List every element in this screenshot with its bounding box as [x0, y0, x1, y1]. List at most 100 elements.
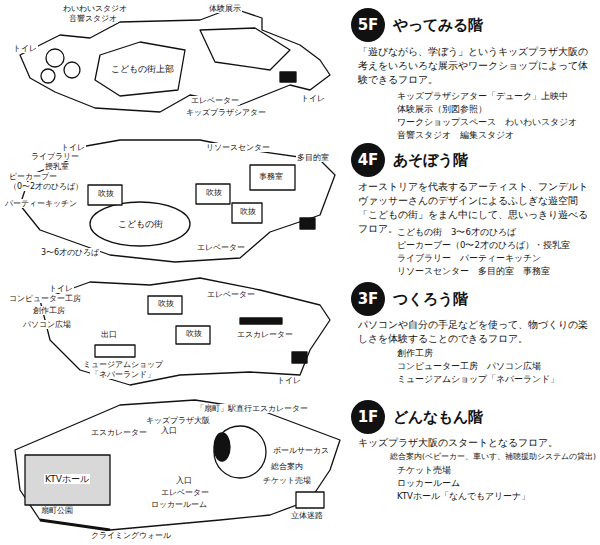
atrium-outline: [95, 42, 185, 96]
room-label: コンピューター工房: [8, 294, 82, 303]
room-label: パソコン広場: [22, 320, 72, 329]
room-label: 吹抜: [185, 329, 203, 338]
room-label: エレベーター: [190, 96, 240, 105]
facility-item: 創作工房: [396, 349, 434, 359]
room-label: （0〜2才のひろば）: [8, 182, 84, 191]
room-label: 吹抜: [205, 188, 223, 197]
room-label: こどもの街上部: [110, 64, 175, 74]
room-label: トイレ: [60, 143, 86, 152]
facility-item: ピーカーブー（0〜2才のひろば）・授乳室: [396, 241, 571, 251]
room-label: 音響スタジオ: [68, 14, 118, 23]
floor-badge: 3Fつくろう階: [351, 282, 385, 316]
room-label: 総合案内: [270, 462, 304, 471]
room-label: KTVホール: [44, 474, 90, 484]
floor-number: 1F: [351, 400, 385, 434]
facility-item: 体験展示（別図参照）: [396, 105, 488, 115]
facility-item: KTVホール「なんでもアリーナ」: [396, 492, 531, 502]
void-outline: [176, 326, 210, 344]
exhibit-wall: [200, 28, 290, 70]
maze-block: [296, 492, 324, 508]
floor-outline: [15, 400, 340, 530]
kids-town-outline: [90, 202, 190, 246]
facility-item: ライブラリー パーティーキッチン: [396, 254, 542, 264]
room-label: リソースセンター: [205, 143, 271, 152]
toilet-block: [300, 218, 315, 229]
room-label: 3〜6才のひろば: [40, 248, 100, 257]
room-label: 吹抜: [97, 189, 115, 198]
ball-circus-ring: [214, 426, 266, 478]
room-label: 創作工房: [32, 306, 66, 315]
room-label: 事務室: [258, 172, 284, 181]
room-label: 吹抜: [239, 207, 257, 216]
room-label: トイレ: [12, 44, 38, 53]
toilet-block: [292, 352, 307, 363]
facility-item: リソースセンター 多目的室 事務室: [396, 267, 551, 277]
facility-item: ワークショップスペース わいわいスタジオ: [396, 118, 578, 128]
room-label: エレベーター: [206, 290, 256, 299]
room-label: ピーカーブー: [8, 172, 58, 181]
shop-outline: [95, 345, 135, 357]
studio-blob: [41, 69, 55, 83]
studio-blob: [64, 62, 80, 78]
facility-item: チケット売場: [396, 466, 452, 476]
studio-blob: [46, 49, 64, 67]
room-label: トイレ: [276, 376, 302, 385]
floor-badge: 1Fどんなもん階: [351, 400, 385, 434]
floor-description: 「遊びながら、学ぼう」というキッズプラザ大阪の考えをいろいろな展示やワークショッ…: [358, 45, 596, 87]
hall-block: [25, 455, 110, 505]
escalator-bar: [240, 318, 282, 324]
room-label: 扇町公園: [40, 506, 74, 515]
room-label: わいわいスタジオ: [62, 4, 128, 13]
room-label: エレベーター: [160, 488, 210, 497]
facility-item: ミュージアムショップ「ネバーランド」: [396, 375, 560, 385]
room-label: 立体迷路: [290, 511, 324, 520]
room-label: パーティーキッチン: [4, 199, 78, 208]
room-label: ロッカールーム: [150, 500, 208, 509]
room-label: チケット売場: [262, 476, 312, 485]
void-outline: [232, 203, 262, 223]
floor-outline: [40, 278, 330, 385]
facility-item: 音響スタジオ 編集スタジオ: [396, 131, 515, 141]
floor-number: 4F: [351, 143, 385, 177]
facility-item: ロッカールーム: [396, 479, 461, 489]
room-label: キッズプラザシアター: [185, 108, 267, 117]
toilet-block: [280, 72, 296, 82]
facility-item: キッズプラザシアター「デューク」上映中: [396, 92, 569, 102]
room-label: 多目的室: [296, 153, 330, 162]
floor-description: キッズプラザ大阪のスタートとなるフロア。: [358, 436, 596, 450]
floor-description: パソコンや自分の手足などを使って、物づくりの楽しさを体験することのできるフロア。: [358, 318, 596, 346]
room-label: キッズプラザ大阪: [145, 416, 211, 425]
floor-badge: 4Fあそぼう階: [351, 143, 385, 177]
void-outline: [148, 296, 182, 314]
floor-number: 5F: [351, 8, 385, 42]
room-label: ライブラリー: [30, 152, 80, 161]
void-outline: [88, 185, 122, 205]
climbing-wall: [40, 520, 110, 530]
room-label: エスカレーター: [236, 330, 294, 339]
floor-heading: どんなもん階: [393, 407, 483, 427]
floor-heading: やってみる階: [393, 15, 483, 35]
room-outline: [250, 165, 295, 190]
room-label: ミュージアムショップ: [82, 360, 164, 369]
room-label: こどもの街: [117, 219, 164, 229]
room-label: 授乳室: [44, 162, 70, 171]
room-label: エレベーター: [196, 243, 246, 252]
floor-number: 3F: [351, 282, 385, 316]
floor-badge: 5Fやってみる階: [351, 8, 385, 42]
room-label: 出口: [100, 330, 118, 339]
facility-item: こどもの街 3〜6才のひろば: [396, 228, 517, 238]
escalator-tower: [214, 433, 230, 461]
room-label: 体験展示: [208, 4, 242, 13]
room-label: 吹抜: [157, 299, 175, 308]
room-label: クライミングウォール: [90, 531, 172, 540]
room-label: エスカレーター: [90, 428, 148, 437]
room-label: 入口: [160, 426, 178, 435]
room-label: 入口: [175, 476, 193, 485]
room-label: トイレ: [48, 284, 74, 293]
room-label: 「ネバーランド」: [90, 370, 156, 379]
void-outline: [196, 184, 230, 204]
floor-outline: [20, 8, 330, 112]
room-label: ボールサーカス: [272, 446, 330, 455]
facility-item: 総合案内(ベビーカー、車いす、補聴援助システムの貸出): [389, 453, 597, 462]
